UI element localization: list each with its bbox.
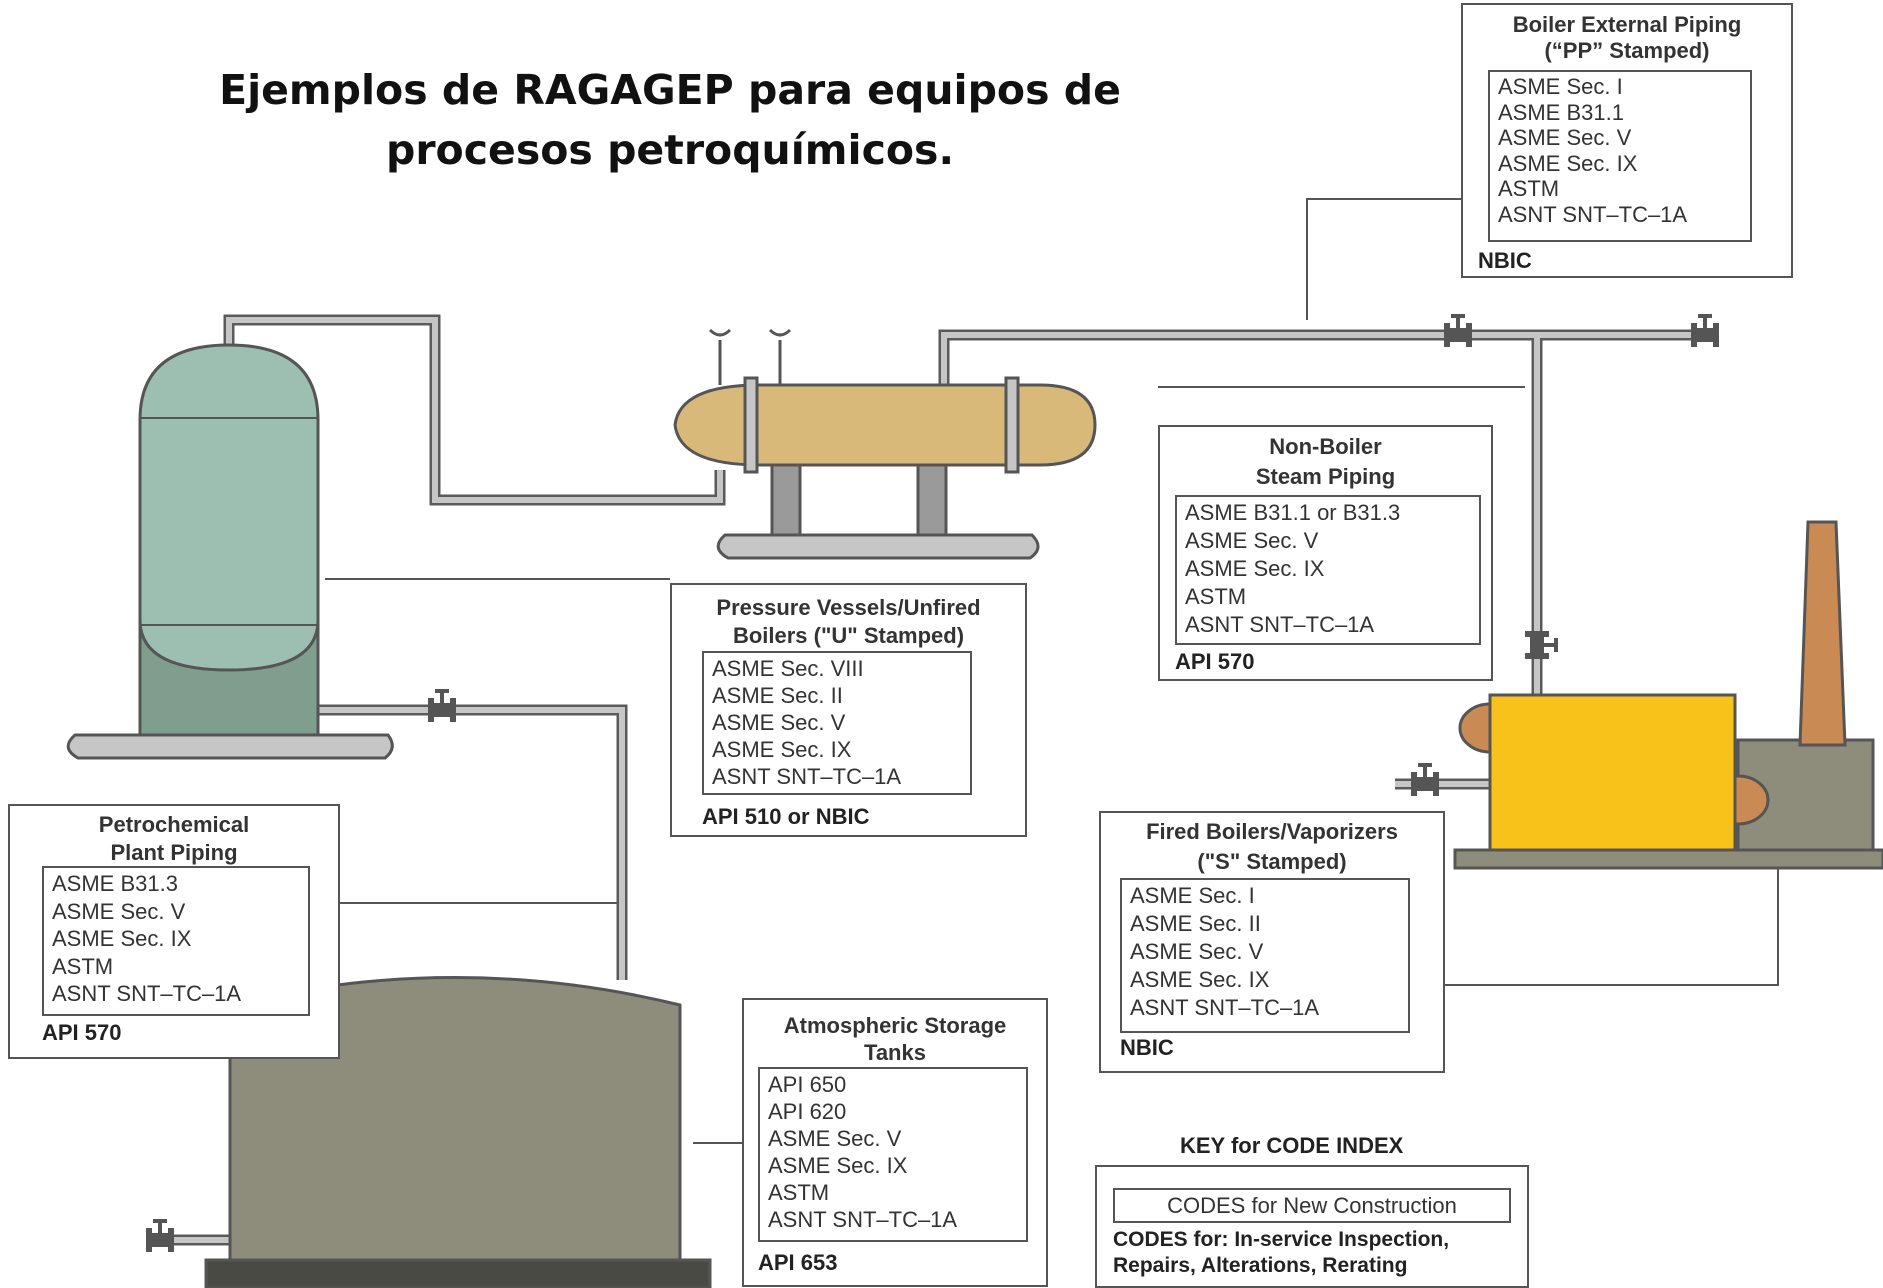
code-item: API 650	[768, 1072, 847, 1097]
petrochemical-plant-piping-box: Petrochemical Plant Piping ASME B31.3 AS…	[8, 804, 340, 1059]
code-item: API 620	[768, 1099, 847, 1124]
box-heading: Boiler External Piping	[1512, 12, 1742, 37]
code-list: ASME Sec. I ASME B31.1 ASME Sec. V ASME …	[1488, 70, 1752, 242]
code-item: ASME Sec. IX	[1130, 967, 1270, 992]
box-heading: ("S" Stamped)	[1197, 849, 1347, 874]
code-item: ASME Sec. VIII	[712, 656, 864, 681]
code-item: ASNT SNT–TC–1A	[1130, 995, 1320, 1020]
code-item: ASME B31.1	[1498, 99, 1624, 125]
code-item: ASNT SNT–TC–1A	[768, 1207, 958, 1232]
code-list: ASME Sec. VIII ASME Sec. II ASME Sec. V …	[702, 651, 972, 795]
code-item: ASNT SNT–TC–1A	[52, 981, 242, 1006]
key-new-construction: CODES for New Construction	[1113, 1188, 1511, 1223]
code-item: ASTM	[1185, 584, 1247, 609]
box-heading: Boilers ("U" Stamped)	[732, 623, 965, 648]
title-line-2: procesos petroquímicos.	[385, 126, 955, 174]
box-heading: Pressure Vessels/Unfired	[716, 595, 981, 620]
non-boiler-steam-piping-box: Non-Boiler Steam Piping ASME B31.1 or B3…	[1158, 425, 1493, 681]
box-heading: Fired Boilers/Vaporizers	[1146, 819, 1398, 844]
process-column	[66, 343, 394, 760]
code-item: ASME B31.3	[52, 871, 178, 896]
pressure-vessels-box: Pressure Vessels/Unfired Boilers ("U" St…	[670, 583, 1027, 837]
box-heading: Steam Piping	[1255, 464, 1396, 489]
code-item: ASME Sec. II	[712, 683, 843, 708]
box-heading: Plant Piping	[110, 840, 238, 865]
code-item: ASTM	[52, 953, 114, 979]
code-item: ASME Sec. V	[1130, 939, 1264, 964]
box-heading: Atmospheric Storage	[783, 1013, 1007, 1038]
code-item: ASME Sec. II	[1130, 911, 1261, 936]
fired-boilers-box: Fired Boilers/Vaporizers ("S" Stamped) A…	[1099, 811, 1445, 1073]
box-heading: Petrochemical	[98, 812, 250, 837]
code-item: ASME Sec. V	[1185, 528, 1319, 553]
key-box: CODES for New Construction CODES for: In…	[1095, 1165, 1529, 1288]
page-title: Ejemplos de RAGAGEP para equipos de proc…	[180, 60, 1160, 180]
code-item: ASME Sec. V	[768, 1126, 902, 1151]
code-list: ASME B31.1 or B31.3 ASME Sec. V ASME Sec…	[1175, 495, 1481, 645]
box-heading: (“PP” Stamped)	[1544, 38, 1710, 63]
inspection-code: API 653	[758, 1250, 838, 1275]
title-line-1: Ejemplos de RAGAGEP para equipos de	[219, 66, 1121, 114]
code-item: ASME Sec. IX	[1498, 150, 1638, 176]
heat-exchanger	[673, 328, 1097, 560]
key-inservice-label: CODES for: In-service Inspection,	[1113, 1228, 1450, 1251]
code-item: ASME Sec. V	[712, 710, 846, 735]
code-list: ASME B31.3 ASME Sec. V ASME Sec. IX ASTM…	[42, 866, 310, 1016]
code-item: ASTM	[768, 1180, 830, 1205]
code-item: ASNT SNT–TC–1A	[1498, 201, 1688, 227]
atmospheric-storage-tanks-box: Atmospheric Storage Tanks API 650 API 62…	[742, 998, 1048, 1287]
code-list: ASME Sec. I ASME Sec. II ASME Sec. V ASM…	[1120, 878, 1410, 1033]
code-list: API 650 API 620 ASME Sec. V ASME Sec. IX…	[758, 1067, 1028, 1242]
code-item: ASME Sec. IX	[1185, 556, 1325, 581]
code-item: ASME Sec. I	[1498, 74, 1623, 99]
code-item: ASTM	[1498, 176, 1560, 201]
box-heading: Non-Boiler	[1269, 434, 1382, 459]
storage-tank	[204, 976, 712, 1288]
box-heading: Tanks	[864, 1040, 926, 1065]
inspection-code: API 510 or NBIC	[702, 804, 870, 829]
code-item: ASME Sec. IX	[52, 926, 192, 951]
inspection-code: NBIC	[1120, 1035, 1174, 1060]
key-inservice-label: Repairs, Alterations, Rerating	[1113, 1254, 1408, 1277]
code-item: ASME Sec. I	[1130, 883, 1255, 908]
fired-boiler	[1453, 520, 1883, 870]
code-item: ASME B31.1 or B31.3	[1185, 500, 1401, 525]
code-item: ASME Sec. V	[52, 898, 186, 924]
key-heading: KEY for CODE INDEX	[1180, 1133, 1404, 1158]
code-item: ASNT SNT–TC–1A	[712, 764, 902, 789]
code-item: ASME Sec. V	[1498, 125, 1632, 150]
leader-lines	[325, 198, 1779, 1144]
inspection-code: API 570	[1175, 649, 1255, 674]
code-item: ASME Sec. IX	[768, 1153, 908, 1178]
inspection-code: NBIC	[1478, 248, 1532, 273]
boiler-external-piping-box: Boiler External Piping (“PP” Stamped) AS…	[1461, 3, 1793, 278]
code-item: ASNT SNT–TC–1A	[1185, 612, 1375, 637]
inspection-code: API 570	[42, 1020, 122, 1045]
key-new-construction-label: CODES for New Construction	[1167, 1193, 1457, 1218]
code-item: ASME Sec. IX	[712, 737, 852, 762]
